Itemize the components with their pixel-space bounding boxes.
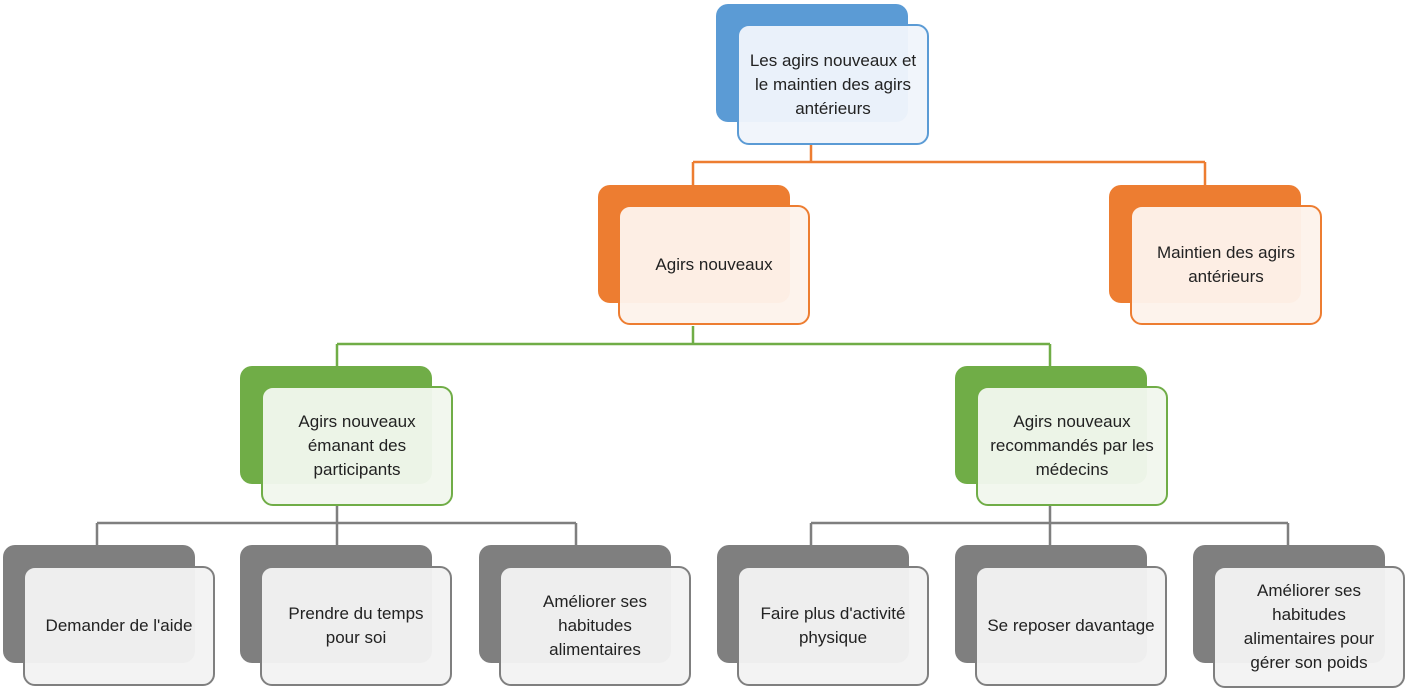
connector-root: [691, 145, 1207, 185]
connector-participants: [95, 506, 578, 545]
connector-medecins: [809, 506, 1290, 545]
connector-agirs-nouveaux: [335, 326, 1052, 366]
